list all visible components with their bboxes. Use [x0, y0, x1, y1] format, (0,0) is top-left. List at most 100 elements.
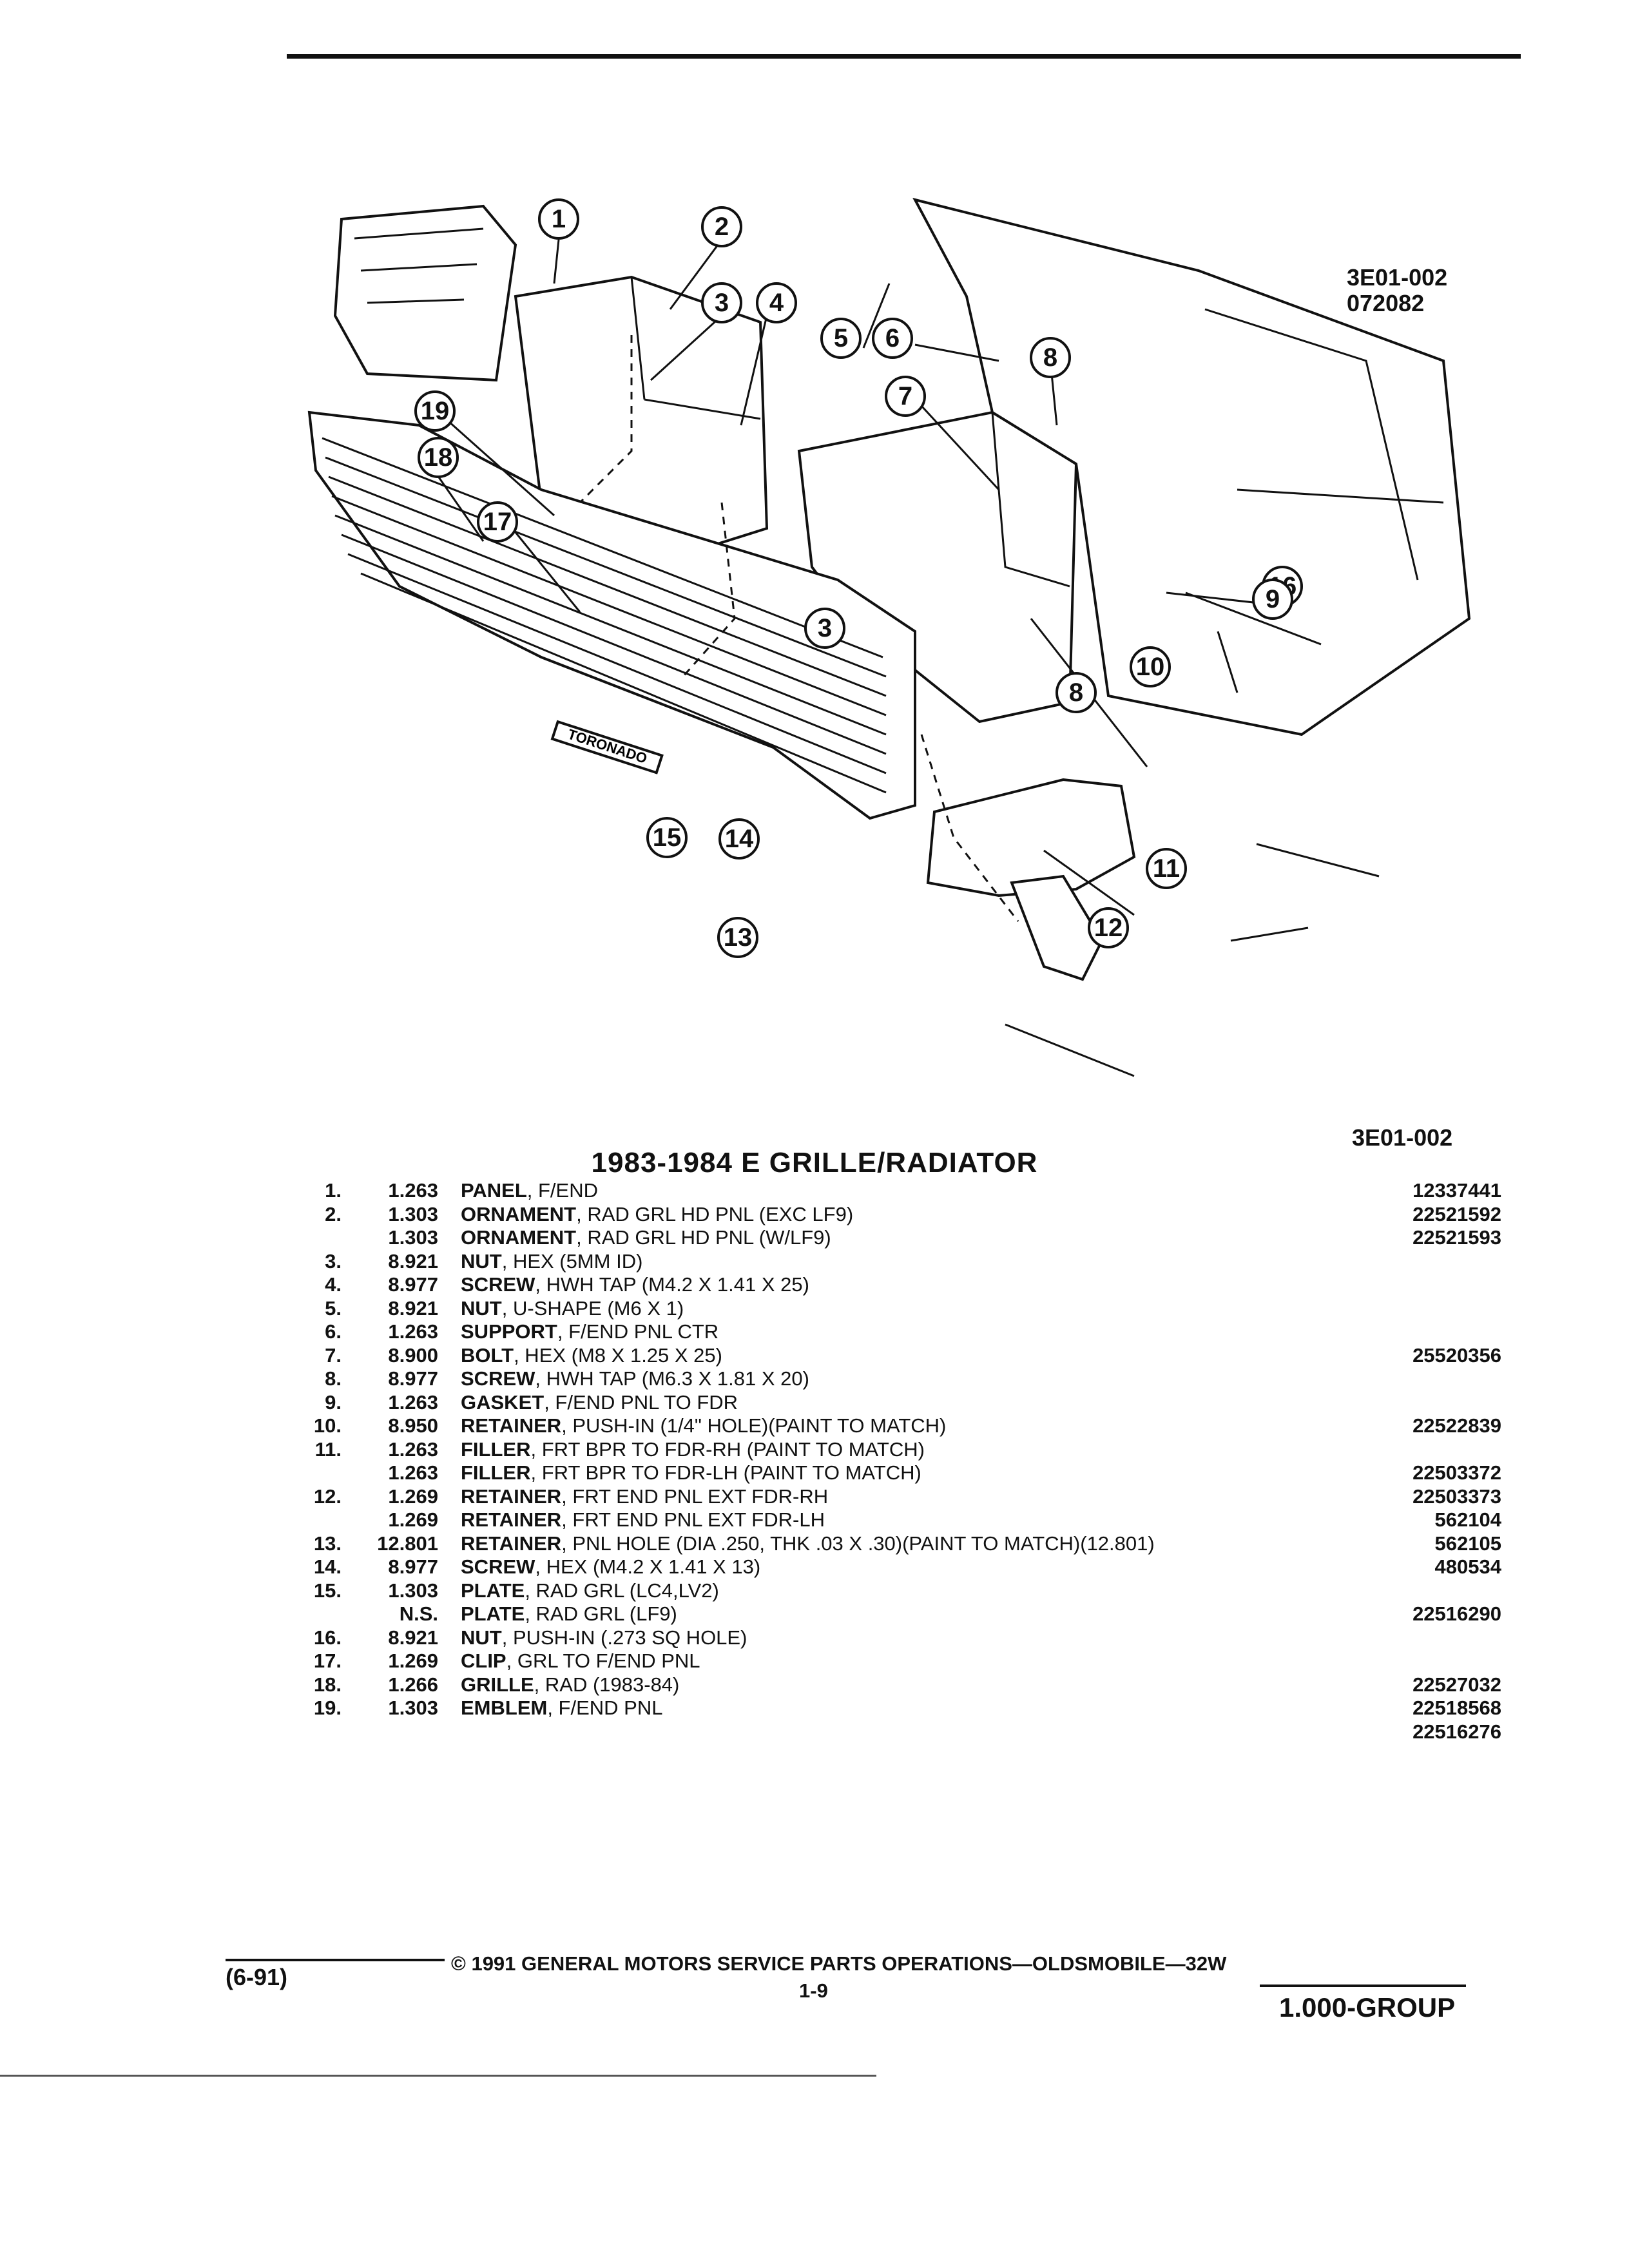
svg-text:8: 8	[1043, 343, 1057, 372]
part-name: BOLT	[461, 1343, 514, 1367]
part-detail: , RAD GRL HD PNL (W/LF9)	[576, 1226, 831, 1249]
group-code: 1.303	[388, 1202, 438, 1225]
part-description: CLIP, GRL TO F/END PNL	[461, 1649, 1353, 1673]
part-name: PANEL	[461, 1179, 527, 1202]
part-detail: , FRT BPR TO FDR-RH (PAINT TO MATCH)	[530, 1437, 925, 1461]
part-name: NUT	[461, 1249, 502, 1273]
part-number: 22503372	[1412, 1461, 1501, 1484]
group-code: 1.263	[388, 1461, 438, 1484]
item-number: 16.	[313, 1626, 342, 1649]
part-description: ORNAMENT, RAD GRL HD PNL (EXC LF9)	[461, 1203, 1353, 1226]
item-number: 9.	[325, 1390, 342, 1414]
svg-text:12: 12	[1094, 914, 1123, 942]
group-code: 1.263	[388, 1320, 438, 1343]
figure-code-top: 3E01-002	[1347, 264, 1448, 291]
parts-row: 2. 1.303 ORNAMENT, RAD GRL HD PNL (EXC LF9…	[303, 1203, 1501, 1227]
svg-text:2: 2	[715, 213, 729, 241]
part-number: 22503373	[1412, 1485, 1501, 1508]
part-description: SUPPORT, F/END PNL CTR	[461, 1320, 1353, 1343]
group-code: 8.921	[388, 1296, 438, 1320]
item-number: 11.	[314, 1437, 342, 1461]
svg-text:11: 11	[1153, 854, 1180, 883]
figure-date: 072082	[1347, 290, 1425, 316]
item-number: 6.	[325, 1320, 342, 1343]
part-name: SCREW	[461, 1555, 535, 1578]
part-detail: , U-SHAPE (M6 X 1)	[501, 1296, 684, 1320]
part-name: NUT	[461, 1296, 502, 1320]
part-description: PANEL, F/END	[461, 1179, 1353, 1202]
part-description: RETAINER, FRT END PNL EXT FDR-RH	[461, 1485, 1353, 1508]
part-detail: , HEX (M4.2 X 1.41 X 13)	[535, 1555, 761, 1578]
part-name: PLATE	[461, 1602, 525, 1625]
part-detail: , HWH TAP (M4.2 X 1.41 X 25)	[535, 1273, 809, 1296]
svg-text:3: 3	[715, 289, 729, 317]
part-description: PLATE, RAD GRL (LC4,LV2)	[461, 1579, 1353, 1602]
part-number: 562104	[1434, 1508, 1501, 1531]
part-name: SUPPORT	[461, 1320, 557, 1343]
item-number: 1.	[325, 1179, 342, 1202]
part-detail: , FRT END PNL EXT FDR-LH	[561, 1508, 825, 1531]
part-description: SCREW, HWH TAP (M6.3 X 1.81 X 20)	[461, 1367, 1353, 1390]
svg-text:5: 5	[834, 324, 848, 352]
item-number: 12.	[313, 1485, 342, 1508]
part-name: RETAINER	[461, 1414, 562, 1437]
group-code: 1.303	[388, 1579, 438, 1602]
svg-text:19: 19	[421, 397, 450, 425]
parts-row: 15. 1.303 PLATE, RAD GRL (LC4,LV2)	[303, 1579, 1501, 1603]
group-code: 8.977	[388, 1555, 438, 1578]
item-number: 2.	[325, 1202, 342, 1225]
item-number: 15.	[313, 1579, 342, 1602]
group-code: 1.263	[388, 1390, 438, 1414]
footer-left-rule	[226, 1959, 445, 1961]
parts-row: 10. 8.950 RETAINER, PUSH-IN (1/4" HOLE)(PA…	[303, 1414, 1501, 1438]
svg-text:18: 18	[424, 443, 453, 472]
part-description: EMBLEM, F/END PNL	[461, 1696, 1353, 1720]
group-code: 1.269	[388, 1485, 438, 1508]
parts-row: 6. 1.263 SUPPORT, F/END PNL CTR	[303, 1320, 1501, 1344]
part-detail: , PUSH-IN (1/4" HOLE)(PAINT TO MATCH)	[561, 1414, 947, 1437]
group-code: 1.269	[388, 1508, 438, 1531]
part-detail: , F/END PNL	[547, 1696, 663, 1719]
part-name: FILLER	[461, 1437, 531, 1461]
part-number: 562105	[1434, 1532, 1501, 1555]
svg-text:15: 15	[653, 823, 682, 852]
part-number: 480534	[1434, 1555, 1501, 1578]
part-name: RETAINER	[461, 1485, 562, 1508]
part-detail: , FRT END PNL EXT FDR-RH	[561, 1485, 829, 1508]
group-code: 12.801	[377, 1532, 438, 1555]
parts-row: 12. 1.269 RETAINER, FRT END PNL EXT FDR-RH…	[303, 1485, 1501, 1509]
figure-code-bottom: 3E01-002	[1352, 1124, 1453, 1151]
part-detail: , F/END	[526, 1179, 598, 1202]
part-description: NUT, PUSH-IN (.273 SQ HOLE)	[461, 1626, 1353, 1649]
part-detail: , RAD (1983-84)	[534, 1673, 680, 1696]
part-name: FILLER	[461, 1461, 531, 1484]
part-number: 22518568	[1412, 1696, 1501, 1719]
page-title: 1983-1984 E GRILLE/RADIATOR	[591, 1147, 1038, 1178]
part-name: RETAINER	[461, 1532, 562, 1555]
footer-right-rule	[1260, 1984, 1466, 1987]
part-detail: , RAD GRL (LC4,LV2)	[525, 1579, 719, 1602]
part-name: SCREW	[461, 1367, 535, 1390]
item-number: 10.	[313, 1414, 342, 1437]
group-code: 1.266	[388, 1673, 438, 1696]
part-number: 12337441	[1412, 1179, 1501, 1202]
svg-text:10: 10	[1136, 653, 1165, 681]
part-description: NUT, U-SHAPE (M6 X 1)	[461, 1297, 1353, 1320]
part-detail: , HEX (5MM ID)	[501, 1249, 643, 1273]
item-number: 4.	[325, 1273, 342, 1296]
part-description: PLATE, RAD GRL (LF9)	[461, 1602, 1353, 1626]
item-number: 14.	[313, 1555, 342, 1578]
part-detail: , HEX (M8 X 1.25 X 25)	[514, 1343, 722, 1367]
part-name: GASKET	[461, 1390, 545, 1414]
part-number: 22527032	[1412, 1673, 1501, 1696]
group-code: 8.950	[388, 1414, 438, 1437]
part-name: PLATE	[461, 1579, 525, 1602]
group-code: 8.900	[388, 1343, 438, 1367]
